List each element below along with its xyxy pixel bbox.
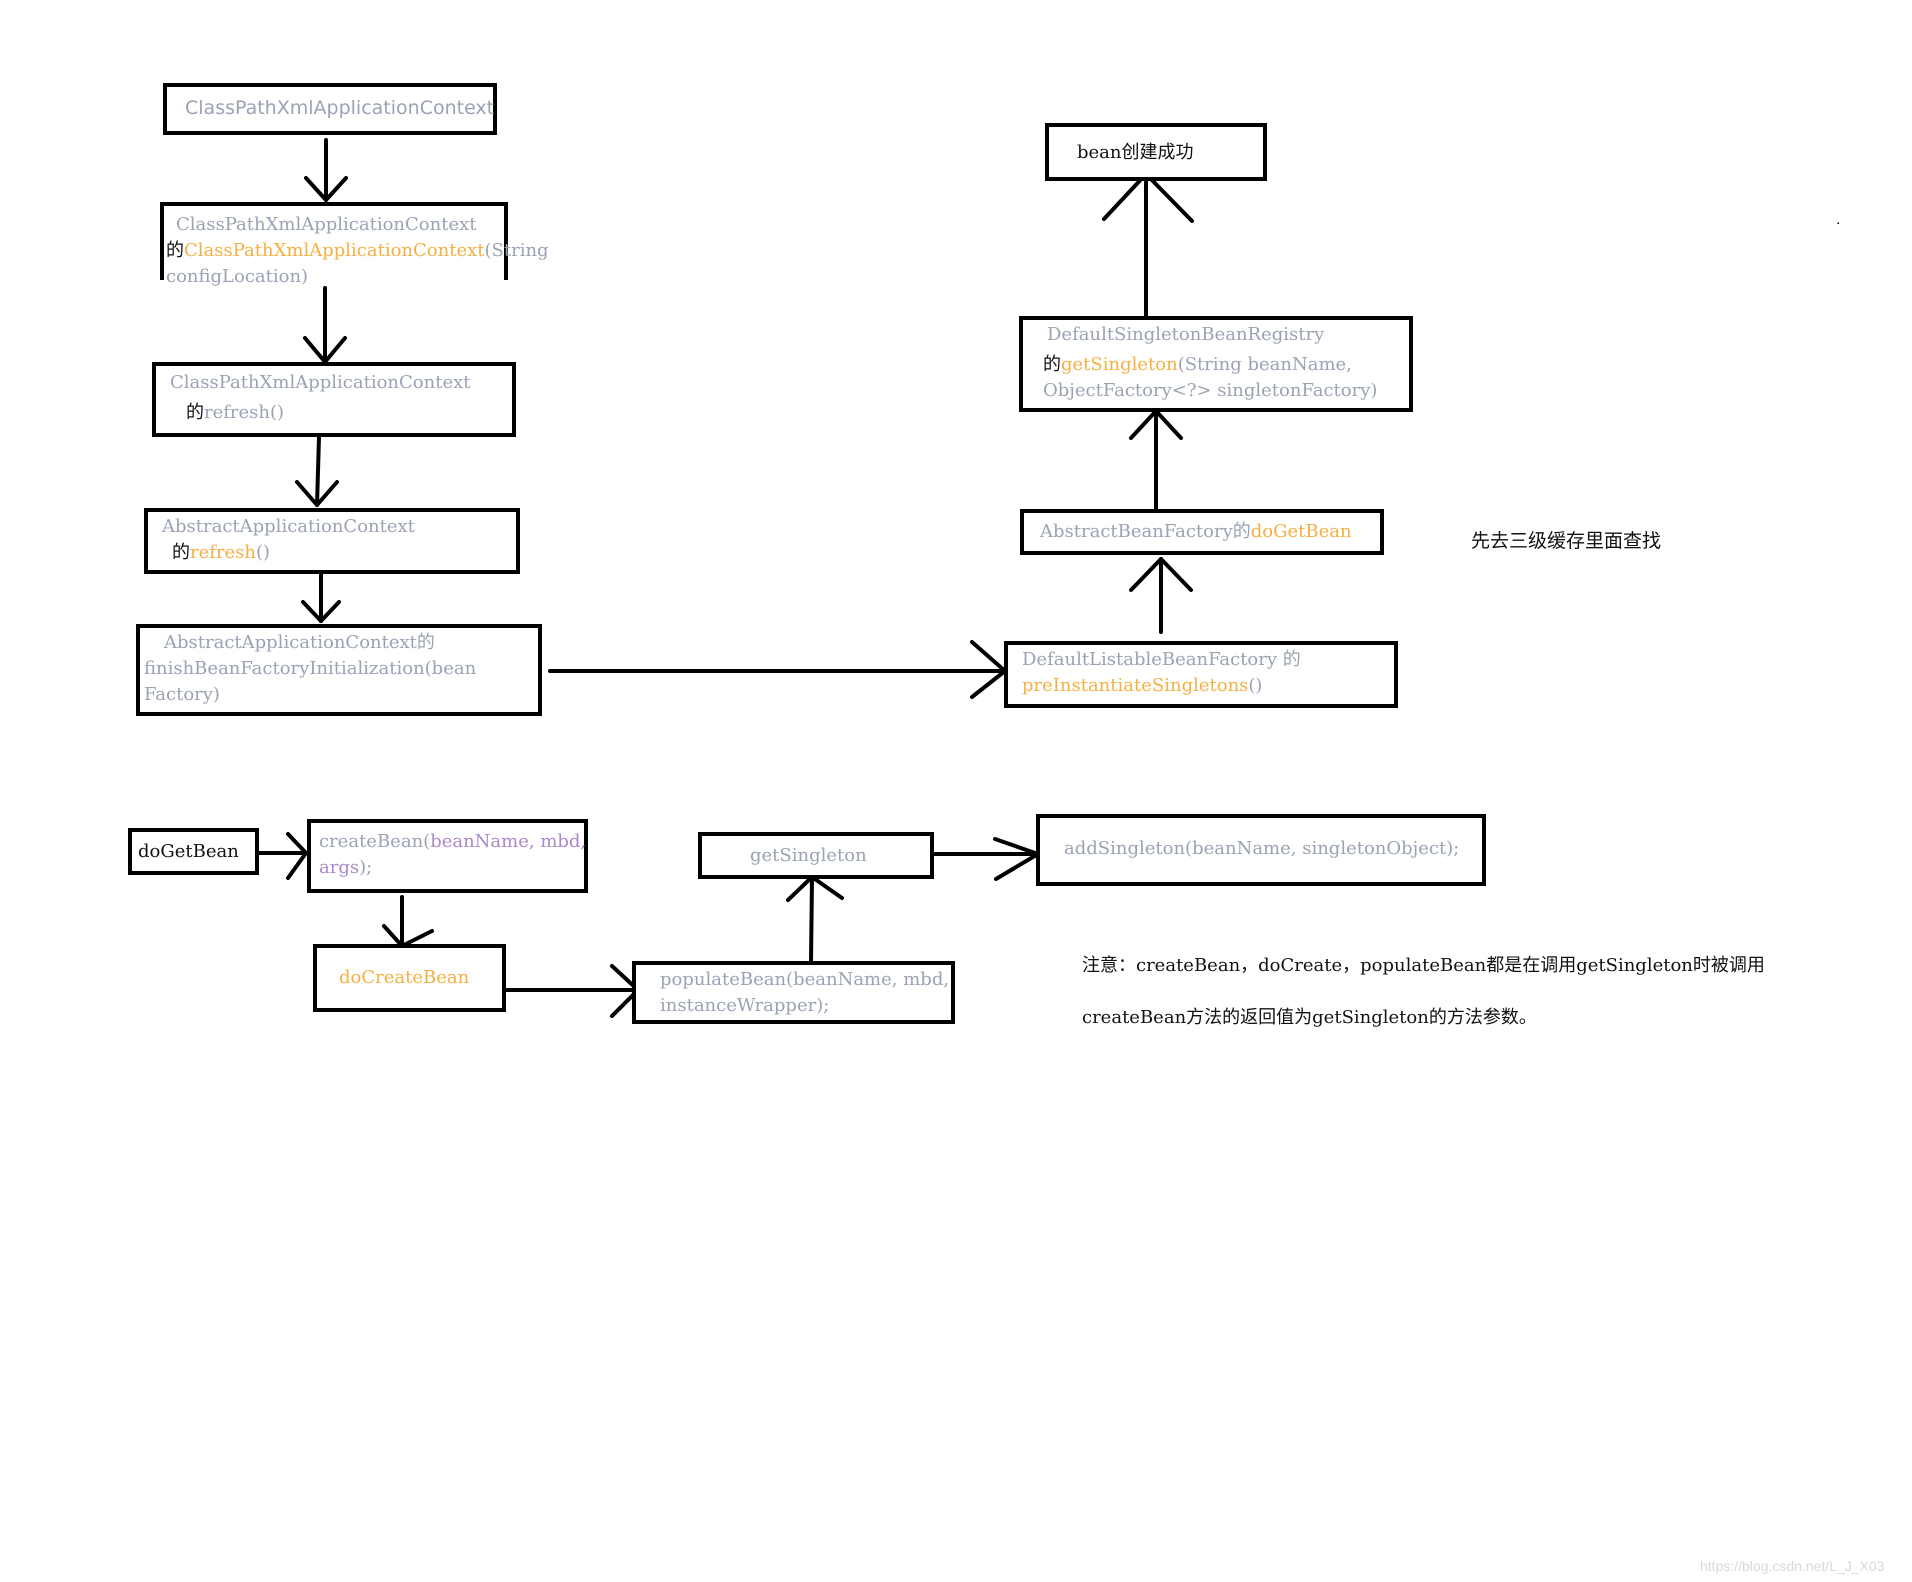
arrow-c3-to-c4 [503, 964, 640, 1018]
box-do-get-bean-prefix: AbstractBeanFactory的 [1040, 521, 1251, 542]
box-registry-line3: ObjectFactory<?> singletonFactory) [1043, 380, 1378, 401]
caution-note-line2: createBean方法的返回值为getSingleton的方法参数。 [1082, 1007, 1537, 1028]
stray-dot: . [1836, 212, 1841, 228]
watermark: https://blog.csdn.net/L_J_X03 [1700, 1558, 1885, 1574]
box-do-create-bean-label: doCreateBean [339, 967, 470, 988]
box-bean-created-label: bean创建成功 [1077, 142, 1194, 163]
box-pre-instantiate-singletons: DefaultListableBeanFactory 的 preInstanti… [1004, 641, 1398, 708]
arrow-b4-to-b5 [301, 571, 341, 623]
box-populate-bean: populateBean(beanName, mbd, instanceWrap… [632, 961, 955, 1024]
arrow-b6-to-b7 [1129, 557, 1193, 634]
box-do-get-bean-start: doGetBean [128, 828, 259, 875]
arrow-b5-to-b6 [548, 640, 1007, 699]
box-pre-instantiate-line1: DefaultListableBeanFactory 的 [1022, 649, 1301, 670]
box-classpath-context-label: ClassPathXmlApplicationContext [185, 97, 495, 119]
arrow-b2-to-b3 [303, 286, 347, 364]
caution-note-line1: 注意：createBean，doCreate，populateBean都是在调用… [1082, 955, 1765, 976]
box-abstract-refresh-line2: 的refresh() [172, 542, 271, 563]
box-add-singleton: addSingleton(beanName, singletonObject); [1036, 814, 1486, 886]
arrow-c2-to-c3 [382, 895, 434, 948]
box-create-bean: createBean(beanName, mbd, args); [307, 819, 588, 893]
box-finish-bean-factory-line2: finishBeanFactoryInitialization(bean [144, 658, 477, 679]
box-finish-bean-factory-line3: Factory) [144, 684, 220, 705]
arrow-b8-to-b9 [1102, 172, 1194, 319]
box-get-singleton-label: getSingleton [750, 845, 867, 866]
box-classpath-refresh: ClassPathXmlApplicationContext 的refresh(… [152, 362, 516, 437]
arrow-c4-to-c5 [786, 875, 844, 964]
box-get-singleton: getSingleton [698, 832, 934, 879]
box-get-singleton-registry: DefaultSingletonBeanRegistry 的getSinglet… [1019, 316, 1413, 412]
box-do-create-bean: doCreateBean [313, 944, 506, 1012]
box-add-singleton-label: addSingleton(beanName, singletonObject); [1064, 838, 1460, 859]
box-populate-bean-line1: populateBean(beanName, mbd, [660, 969, 950, 990]
arrow-c5-to-c6 [933, 837, 1040, 881]
box-classpath-refresh-line1: ClassPathXmlApplicationContext [170, 372, 471, 393]
box-classpath-constructor-line3: configLocation) [166, 266, 309, 287]
box-do-get-bean-start-label: doGetBean [138, 841, 239, 862]
box-populate-bean-line2: instanceWrapper); [660, 995, 830, 1016]
box-create-bean-line2: args); [319, 857, 373, 878]
arrow-b7-to-b8 [1129, 409, 1183, 511]
box-finish-bean-factory: AbstractApplicationContext的 finishBeanFa… [136, 624, 542, 716]
arrow-c1-to-c2 [256, 832, 308, 880]
box-registry-line2: 的getSingleton(String beanName, [1043, 354, 1352, 375]
box-classpath-constructor-line1: ClassPathXmlApplicationContext [176, 214, 477, 235]
cache-lookup-note: 先去三级缓存里面查找 [1471, 530, 1662, 552]
box-classpath-refresh-line2: 的refresh() [186, 402, 285, 423]
box-do-get-bean: AbstractBeanFactory的doGetBean [1020, 509, 1384, 555]
arrow-b3-to-b4 [295, 435, 339, 507]
box-abstract-refresh-line1: AbstractApplicationContext [162, 516, 415, 537]
arrow-b1-to-b2 [304, 138, 348, 202]
box-classpath-context: ClassPathXmlApplicationContext [163, 83, 497, 135]
box-bean-created: bean创建成功 [1045, 123, 1267, 181]
box-classpath-constructor-line2: 的ClassPathXmlApplicationContext(String [166, 240, 549, 261]
box-pre-instantiate-line2: preInstantiateSingletons() [1022, 675, 1263, 696]
box-finish-bean-factory-line1: AbstractApplicationContext的 [164, 632, 435, 653]
box-abstract-refresh: AbstractApplicationContext 的refresh() [144, 508, 520, 574]
box-create-bean-line1: createBean(beanName, mbd, [319, 831, 587, 852]
box-registry-line1: DefaultSingletonBeanRegistry [1047, 324, 1325, 345]
box-classpath-constructor: ClassPathXmlApplicationContext 的ClassPat… [160, 202, 549, 287]
box-do-get-bean-method: doGetBean [1250, 521, 1352, 542]
